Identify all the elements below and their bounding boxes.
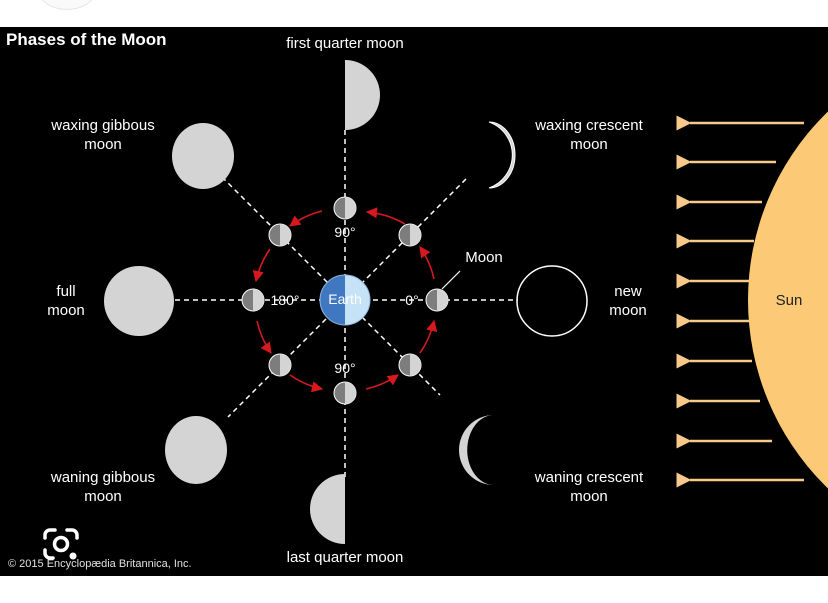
label-full: full moon — [47, 283, 85, 319]
page-title: Phases of the Moon — [6, 30, 167, 49]
label-waxing-gibbous: waxing gibbous moon — [51, 117, 155, 153]
orbit-moon-135 — [268, 223, 292, 247]
label-last-quarter: last quarter moon — [286, 549, 404, 566]
orbit-moon-0 — [425, 288, 449, 312]
orbit-arrow — [256, 320, 272, 354]
orbit-arrow — [365, 207, 406, 225]
orbit-arrow — [289, 374, 324, 393]
label-deg-0: 0° — [405, 292, 419, 308]
orbit-arrow — [365, 374, 399, 390]
orbit-moon-90 — [333, 196, 357, 220]
last-quarter-moon — [310, 474, 345, 544]
label-sun: Sun — [775, 292, 803, 309]
label-deg-90-top: 90° — [334, 224, 356, 240]
moon-phases-diagram: Phases of the Moon first quarter moon wa… — [0, 27, 828, 576]
orbit-arrow — [419, 319, 438, 354]
orbit-arrow — [252, 248, 271, 283]
new-moon — [516, 265, 588, 337]
full-moon — [104, 266, 174, 336]
sun — [748, 111, 828, 489]
orbit-arrows — [252, 207, 438, 393]
orbit-moon-315 — [398, 353, 422, 377]
sun-rays — [676, 115, 804, 488]
waxing-gibbous-moon — [172, 123, 234, 189]
copyright: © 2015 Encyclopædia Britannica, Inc. — [8, 558, 192, 570]
orbit-arrow — [419, 246, 435, 280]
label-moon: Moon — [465, 249, 503, 266]
label-deg-90-bottom: 90° — [334, 360, 356, 376]
label-new: new moon — [609, 283, 647, 319]
moon-pointer — [441, 270, 461, 290]
page-footer — [0, 576, 828, 603]
orbit-moon-45 — [398, 223, 422, 247]
orbit-moon-225 — [268, 353, 292, 377]
label-waning-crescent: waning crescent moon — [534, 469, 644, 505]
label-waning-gibbous: waning gibbous moon — [50, 469, 156, 505]
diagram-graphics — [104, 60, 828, 544]
camera-lens-icon[interactable] — [38, 521, 84, 567]
earth — [319, 274, 371, 326]
label-first-quarter: first quarter moon — [286, 35, 404, 52]
orbit-arrow — [289, 210, 323, 227]
waxing-crescent-moon — [488, 121, 516, 189]
orbit-moon-180 — [241, 288, 265, 312]
label-deg-180: 180° — [270, 292, 300, 308]
waning-crescent-moon — [459, 415, 494, 485]
label-waxing-crescent: waxing crescent moon — [535, 117, 643, 153]
waning-gibbous-moon — [165, 416, 227, 484]
axis-diagonal-b — [227, 178, 467, 418]
avatar — [38, 0, 96, 10]
first-quarter-moon — [345, 60, 380, 130]
orbit-moon-270 — [333, 381, 357, 405]
label-earth: Earth — [328, 291, 362, 307]
